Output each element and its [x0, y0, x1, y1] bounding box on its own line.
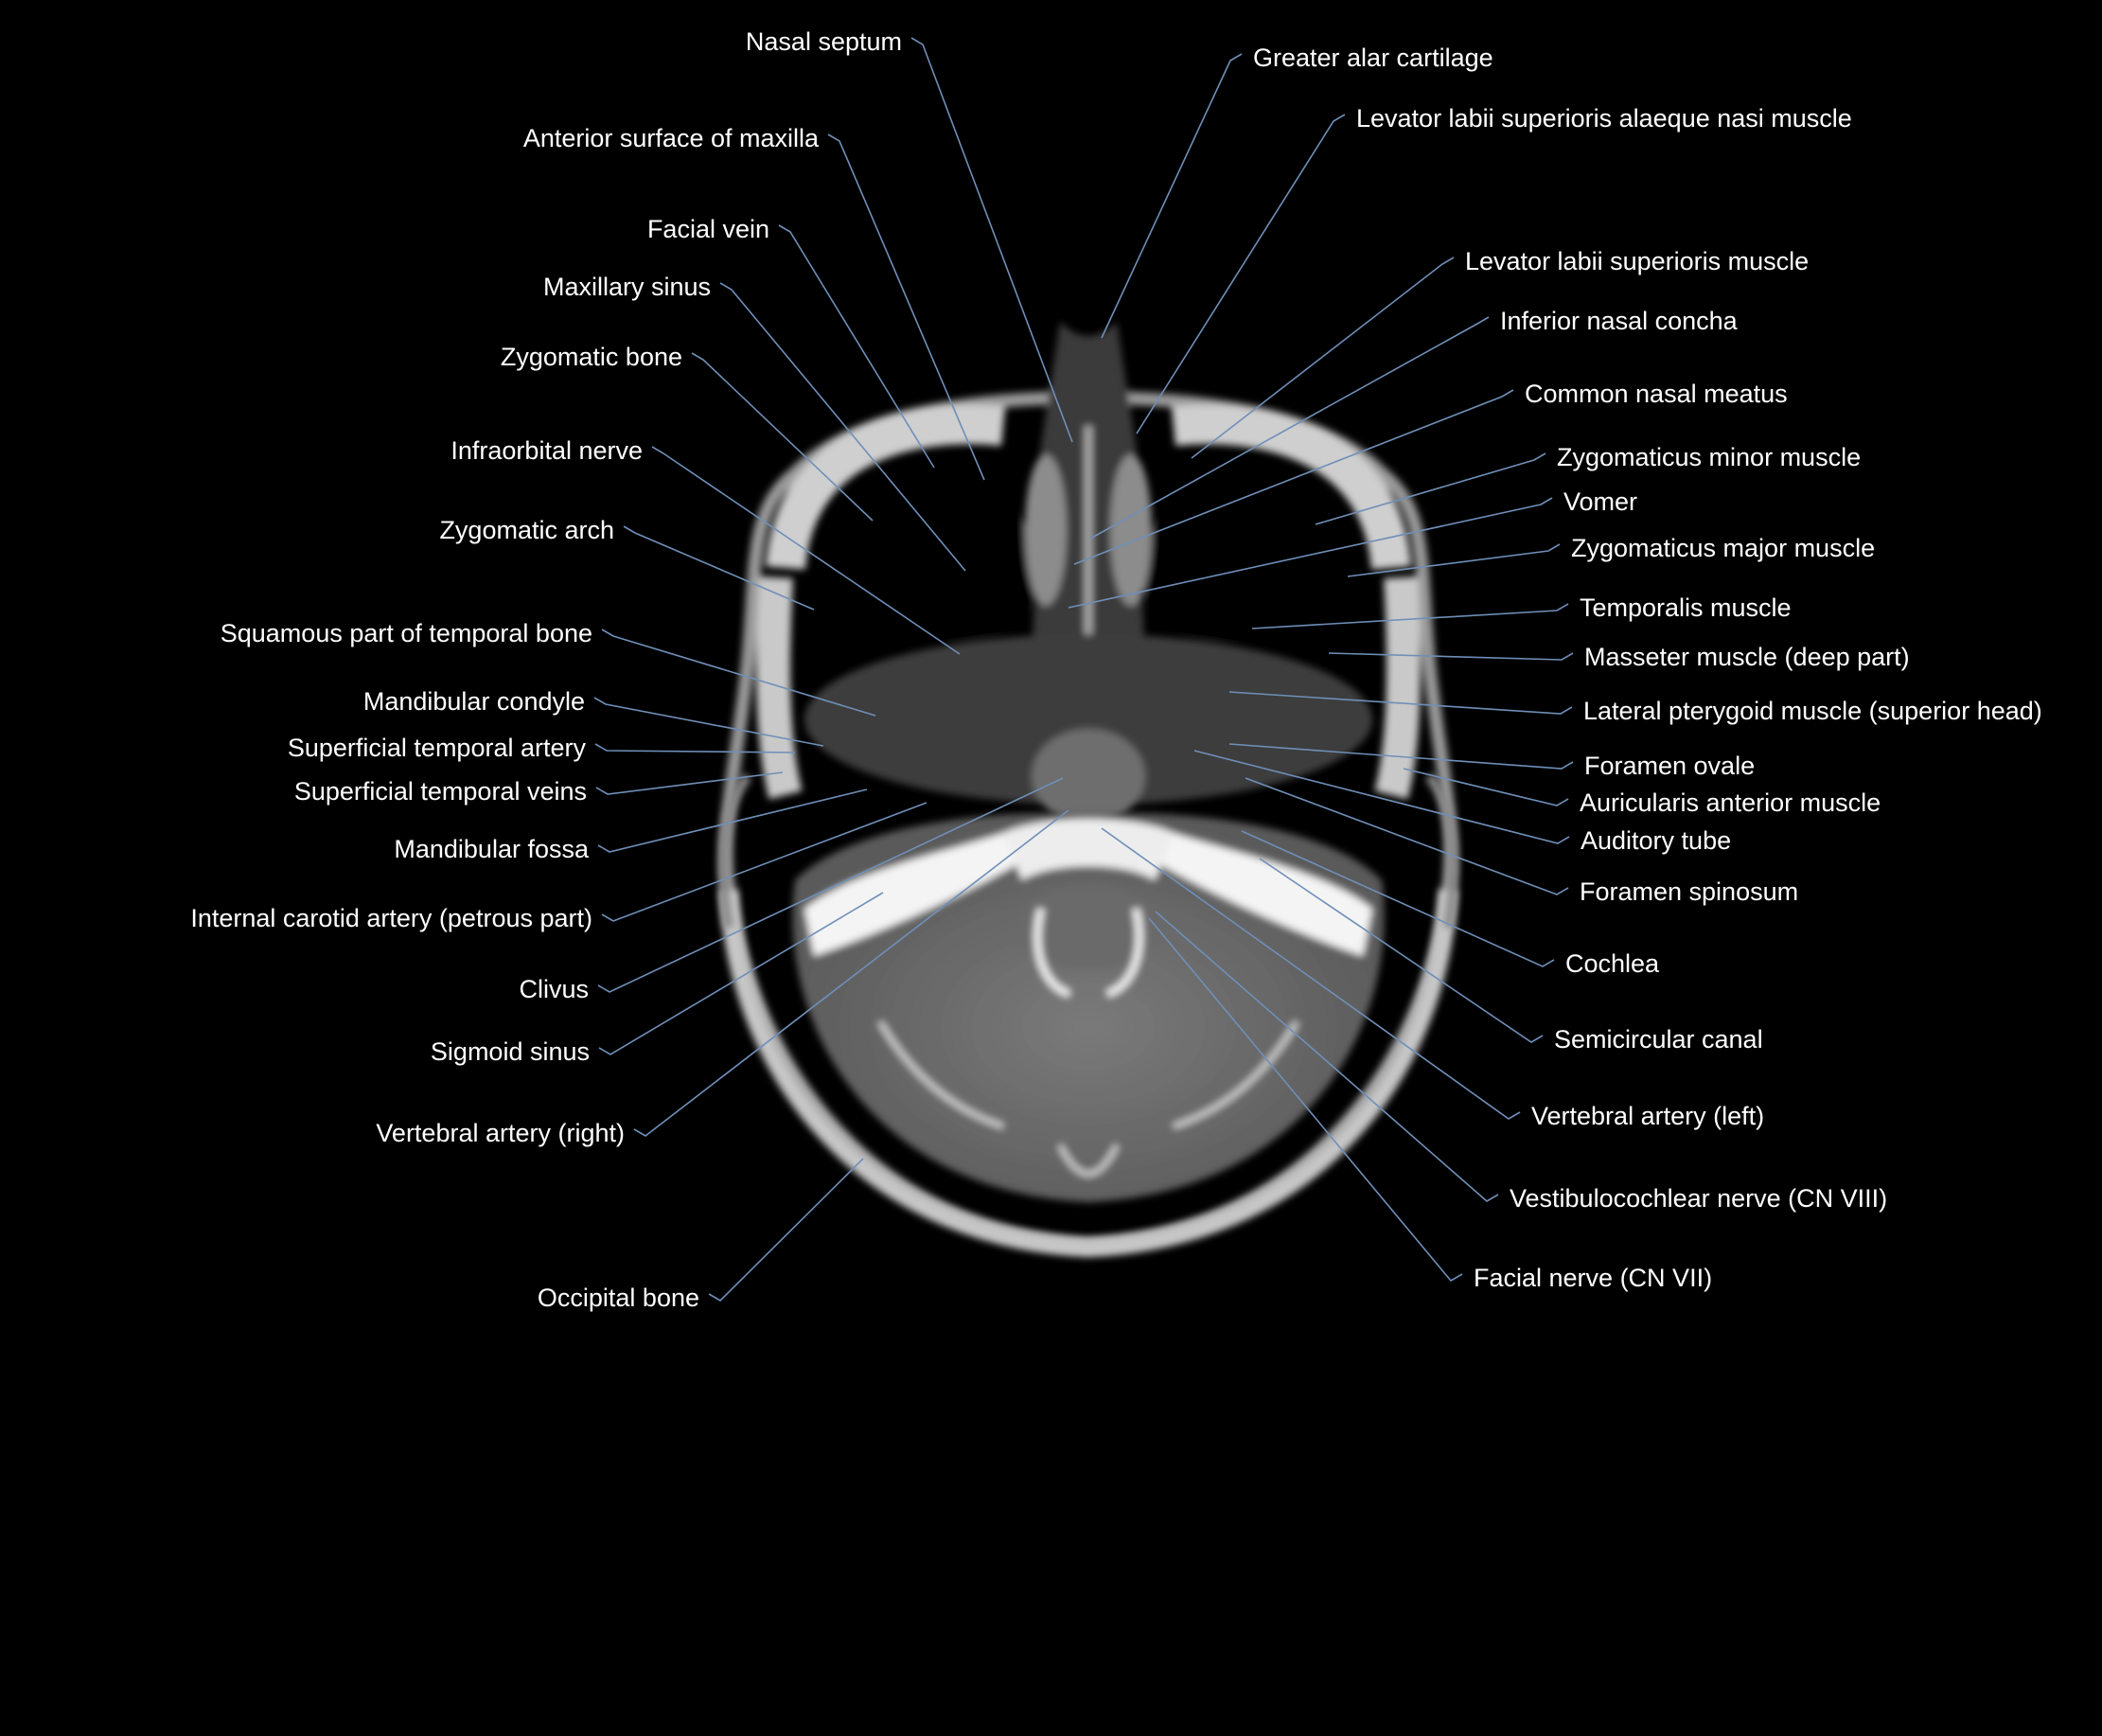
leader-line-lateral-pterygoid-muscle-superior-head	[1228, 691, 1573, 715]
leader-line-vestibulocochlear-nerve-cn-viii	[1155, 911, 1499, 1202]
leader-line-vertebral-artery-right	[633, 809, 1069, 1137]
leader-line-greater-alar-cartilage	[1101, 53, 1243, 339]
label-vertebral-artery-left: Vertebral artery (left)	[1531, 1102, 1765, 1130]
leader-line-inferior-nasal-concha	[1089, 316, 1490, 540]
leader-line-mandibular-fossa	[597, 788, 868, 853]
occipital-skull	[719, 889, 1457, 1258]
label-vomer: Vomer	[1563, 487, 1638, 516]
leader-line-semicircular-canal	[1259, 858, 1544, 1043]
label-zygomatic-arch: Zygomatic arch	[439, 516, 614, 544]
leader-line-superficial-temporal-artery	[594, 743, 796, 753]
label-vestibulocochlear-nerve-cn-viii: Vestibulocochlear nerve (CN VIII)	[1510, 1184, 1888, 1213]
label-inferior-nasal-concha: Inferior nasal concha	[1500, 307, 1738, 335]
label-zygomaticus-major-muscle: Zygomaticus major muscle	[1571, 534, 1876, 562]
leader-line-internal-carotid-artery-petrous-part	[601, 802, 927, 922]
cerebellum	[792, 813, 1385, 1202]
label-mandibular-condyle: Mandibular condyle	[362, 687, 585, 716]
label-anterior-surface-of-maxilla: Anterior surface of maxilla	[522, 124, 819, 152]
right-ear	[718, 773, 752, 929]
leader-line-foramen-spinosum	[1245, 777, 1569, 895]
label-levator-labii-superioris-muscle: Levator labii superioris muscle	[1465, 247, 1810, 275]
leader-line-auditory-tube	[1193, 750, 1570, 844]
leader-line-cochlea	[1241, 830, 1555, 967]
leader-line-anterior-surface-of-maxilla	[827, 133, 985, 481]
leader-line-zygomaticus-major-muscle	[1347, 543, 1561, 577]
leader-line-squamous-part-of-temporal-bone	[601, 629, 876, 717]
label-greater-alar-cartilage: Greater alar cartilage	[1253, 44, 1493, 72]
leader-line-occipital-bone	[708, 1158, 864, 1302]
leader-line-levator-labii-superioris-alaeque-nasi-muscle	[1136, 114, 1346, 434]
label-occipital-bone: Occipital bone	[537, 1284, 699, 1312]
leader-line-facial-vein	[778, 224, 935, 469]
leader-line-clivus	[597, 777, 1064, 993]
label-facial-vein: Facial vein	[646, 215, 769, 243]
leader-line-zygomatic-arch	[623, 525, 815, 611]
label-zygomatic-bone: Zygomatic bone	[500, 343, 682, 371]
leader-line-superficial-temporal-veins	[595, 771, 784, 795]
label-superficial-temporal-artery: Superficial temporal artery	[287, 734, 586, 762]
label-levator-labii-superioris-alaeque-nasi-muscle: Levator labii superioris alaeque nasi mu…	[1356, 104, 1852, 133]
label-squamous-part-of-temporal-bone: Squamous part of temporal bone	[220, 619, 592, 647]
leader-line-vertebral-artery-left	[1101, 827, 1521, 1120]
leader-line-zygomatic-bone	[691, 352, 874, 522]
leader-line-common-nasal-meatus	[1073, 389, 1514, 565]
label-vertebral-artery-right: Vertebral artery (right)	[376, 1119, 625, 1147]
label-internal-carotid-artery-petrous-part: Internal carotid artery (petrous part)	[190, 904, 592, 932]
leader-line-zygomaticus-minor-muscle	[1315, 452, 1546, 525]
label-cochlea: Cochlea	[1565, 949, 1660, 978]
label-lateral-pterygoid-muscle-superior-head: Lateral pterygoid muscle (superior head)	[1583, 697, 2042, 725]
label-auditory-tube: Auditory tube	[1581, 826, 1732, 855]
leader-line-maxillary-sinus	[719, 282, 966, 572]
leader-line-auricularis-anterior-muscle	[1403, 768, 1569, 806]
label-mandibular-fossa: Mandibular fossa	[394, 835, 589, 863]
leader-line-mandibular-condyle	[593, 697, 824, 747]
leader-line-sigmoid-sinus	[598, 892, 884, 1055]
label-superficial-temporal-veins: Superficial temporal veins	[293, 777, 587, 806]
label-infraorbital-nerve: Infraorbital nerve	[450, 436, 643, 465]
label-sigmoid-sinus: Sigmoid sinus	[430, 1037, 590, 1066]
leader-line-levator-labii-superioris-muscle	[1191, 257, 1455, 459]
label-masseter-muscle-deep-part: Masseter muscle (deep part)	[1584, 643, 1910, 671]
label-nasal-septum: Nasal septum	[745, 27, 902, 56]
label-clivus: Clivus	[519, 975, 589, 1003]
leader-line-masseter-muscle-deep-part	[1328, 652, 1574, 661]
leader-line-nasal-septum	[910, 37, 1073, 443]
leader-line-temporalis-muscle	[1251, 603, 1569, 629]
leader-line-vomer	[1068, 497, 1553, 609]
leader-line-infraorbital-nerve	[651, 446, 961, 655]
label-zygomaticus-minor-muscle: Zygomaticus minor muscle	[1557, 443, 1862, 471]
label-auricularis-anterior-muscle: Auricularis anterior muscle	[1580, 788, 1881, 817]
label-foramen-spinosum: Foramen spinosum	[1580, 877, 1799, 906]
label-common-nasal-meatus: Common nasal meatus	[1525, 380, 1788, 408]
label-foramen-ovale: Foramen ovale	[1584, 752, 1756, 780]
leader-line-foramen-ovale	[1228, 743, 1574, 770]
label-maxillary-sinus: Maxillary sinus	[542, 273, 711, 301]
label-temporalis-muscle: Temporalis muscle	[1580, 593, 1792, 622]
leader-line-facial-nerve-cn-vii	[1148, 917, 1463, 1283]
label-facial-nerve-cn-vii: Facial nerve (CN VII)	[1474, 1264, 1713, 1292]
label-semicircular-canal: Semicircular canal	[1554, 1025, 1763, 1054]
left-ear	[1424, 773, 1458, 929]
